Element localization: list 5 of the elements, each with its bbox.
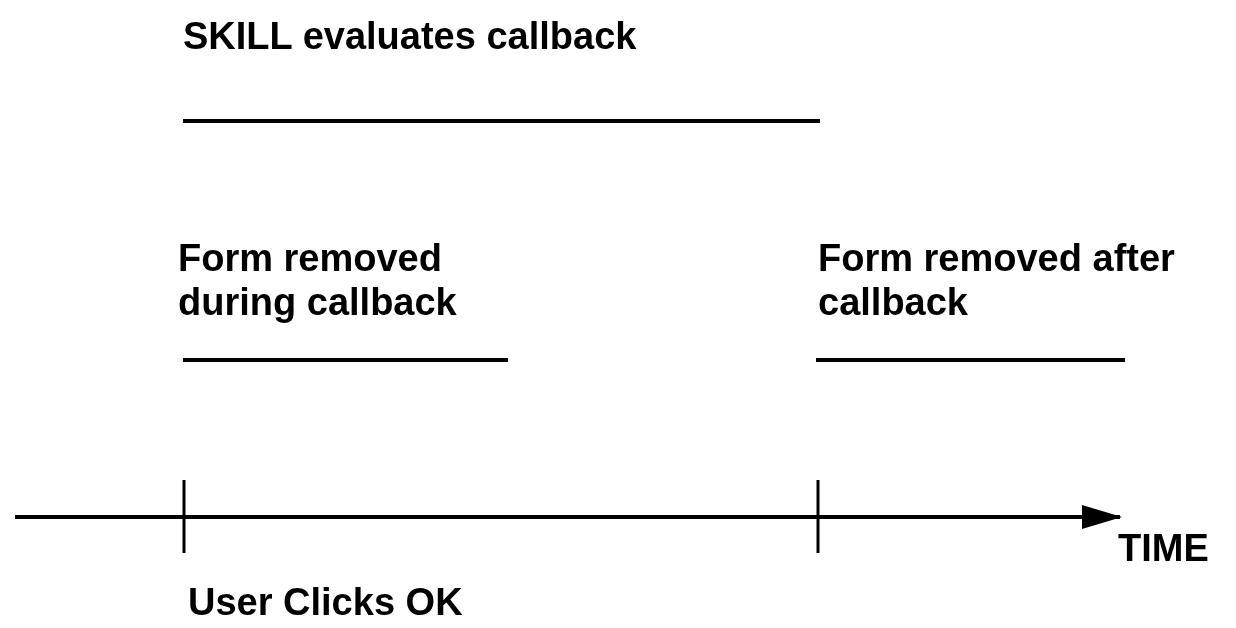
event-label: Form removed after callback: [818, 236, 1176, 324]
event-label: User Clicks OK: [188, 580, 463, 624]
axis-label: TIME: [1118, 526, 1209, 570]
event-label: SKILL evaluates callback: [183, 14, 637, 58]
event-label: Form removed during callback: [178, 236, 458, 324]
